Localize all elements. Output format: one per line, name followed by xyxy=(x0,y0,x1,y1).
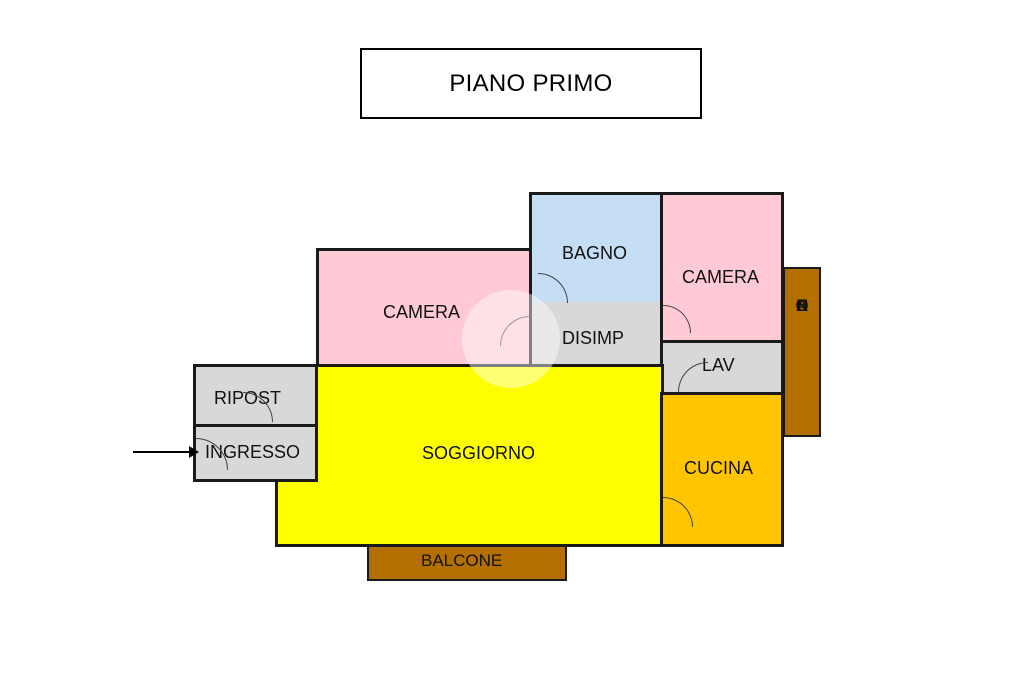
balcone-letter: N xyxy=(795,296,809,315)
balcone-bottom-label: BALCONE xyxy=(421,551,503,570)
room-cucina-label: CUCINA xyxy=(684,458,754,478)
balcone-letter: O xyxy=(795,296,809,315)
balcone-letter: E xyxy=(796,296,808,315)
room-camera-right-label: CAMERA xyxy=(682,267,760,287)
room-camera-main-label: CAMERA xyxy=(383,302,461,322)
entrance-arrow-icon xyxy=(189,446,199,458)
balcone-side xyxy=(783,267,821,437)
room-ingresso-label: INGRESSO xyxy=(205,442,301,462)
room-lav-label: LAV xyxy=(702,355,735,375)
balcone-bottom xyxy=(367,545,567,581)
room-ingresso xyxy=(193,424,318,482)
room-camera-main xyxy=(316,248,532,367)
room-disimp-label: DISIMP xyxy=(562,328,625,348)
balcone-letter: L xyxy=(797,296,807,315)
room-soggiorno-label: SOGGIORNO xyxy=(422,443,536,463)
floor-title: PIANO PRIMO xyxy=(360,48,702,119)
entrance-arrow-line xyxy=(133,451,193,453)
balcone-letter: C xyxy=(795,296,809,315)
balcone-letter: B xyxy=(796,296,808,315)
watermark-logo xyxy=(462,290,560,388)
room-bagno-label: BAGNO xyxy=(562,243,628,263)
balcone-letter: A xyxy=(796,296,808,315)
